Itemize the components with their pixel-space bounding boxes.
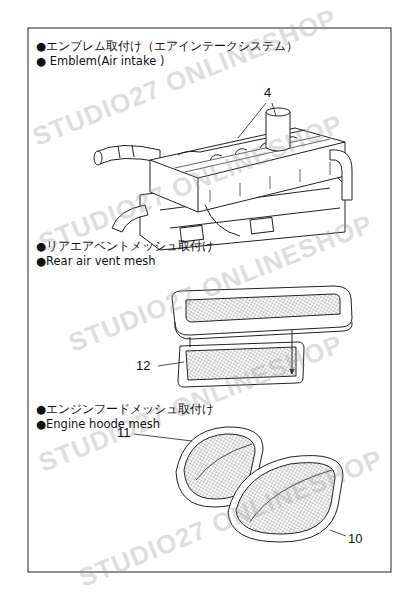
section-heading: ●リアエアベントメッシュ取付け [36, 240, 214, 253]
section-heading: ● Emblem(Air intake ) [36, 55, 164, 68]
callout-number: 10 [348, 532, 362, 546]
callout-number: 11 [117, 426, 131, 440]
section-heading: ●Rear air vent mesh [36, 255, 156, 268]
section-heading: ●エンジンフードメッシュ取付け [36, 403, 214, 416]
leader-line [238, 103, 276, 138]
callout-number: 12 [136, 359, 150, 373]
callout-number: 4 [264, 86, 271, 100]
section-heading: ●Engine hoode mesh [36, 418, 160, 431]
leader-line [158, 362, 184, 366]
section-heading: ●エンブレム取付け（エアインテークシステム） [36, 40, 298, 53]
